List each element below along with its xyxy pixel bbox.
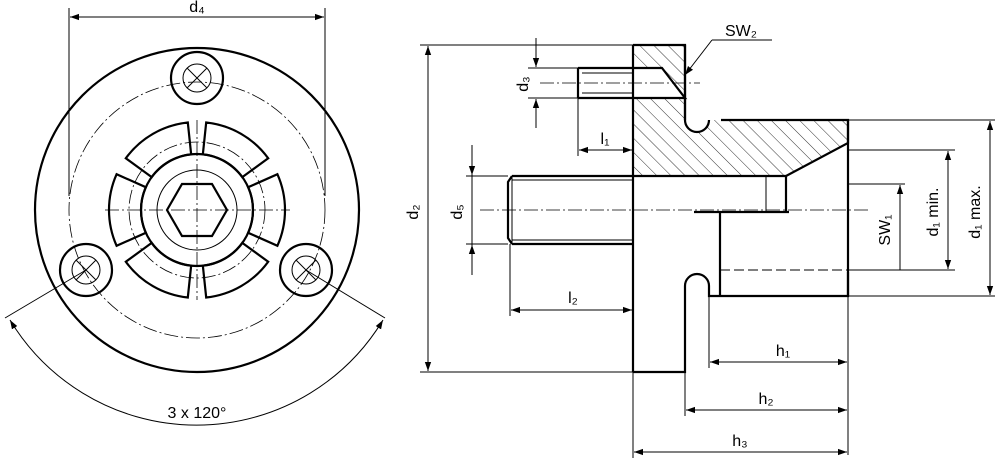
d4-label: d₄ bbox=[189, 0, 204, 16]
sw2-leader bbox=[684, 39, 713, 76]
flange-outline-lower bbox=[633, 272, 850, 374]
d1-max-label: d₁ max. bbox=[967, 185, 984, 238]
l1-label: l₁ bbox=[601, 131, 610, 148]
h3-label: h₃ bbox=[732, 433, 747, 450]
angle-label: 3 x 120° bbox=[168, 405, 227, 422]
flange-section-upper bbox=[633, 45, 848, 176]
d1-min-label: d₁ min. bbox=[925, 188, 942, 237]
l2-label: l₂ bbox=[568, 290, 578, 307]
bolt-circle bbox=[68, 81, 326, 339]
front-view: d₄ 3 x 120° bbox=[4, 0, 386, 426]
d5-label: d₅ bbox=[449, 204, 466, 219]
angle-arc bbox=[9, 319, 384, 426]
bolt-hole-top bbox=[169, 50, 225, 106]
sw2-label: SW₂ bbox=[725, 23, 757, 40]
flange-outer-circle bbox=[33, 46, 361, 374]
d2-label: d₂ bbox=[405, 204, 422, 219]
side-view: d₂ d₃ l₁ SW₂ d₅ l₂ SW₁ d₁ min. bbox=[405, 23, 995, 458]
d3-label: d₃ bbox=[515, 76, 532, 91]
h1-label: h₁ bbox=[776, 343, 790, 360]
sw1-label: SW₁ bbox=[877, 214, 894, 245]
angle-ext-left bbox=[4, 269, 87, 319]
h2-label: h₂ bbox=[758, 391, 773, 408]
angle-ext-right bbox=[305, 269, 386, 319]
